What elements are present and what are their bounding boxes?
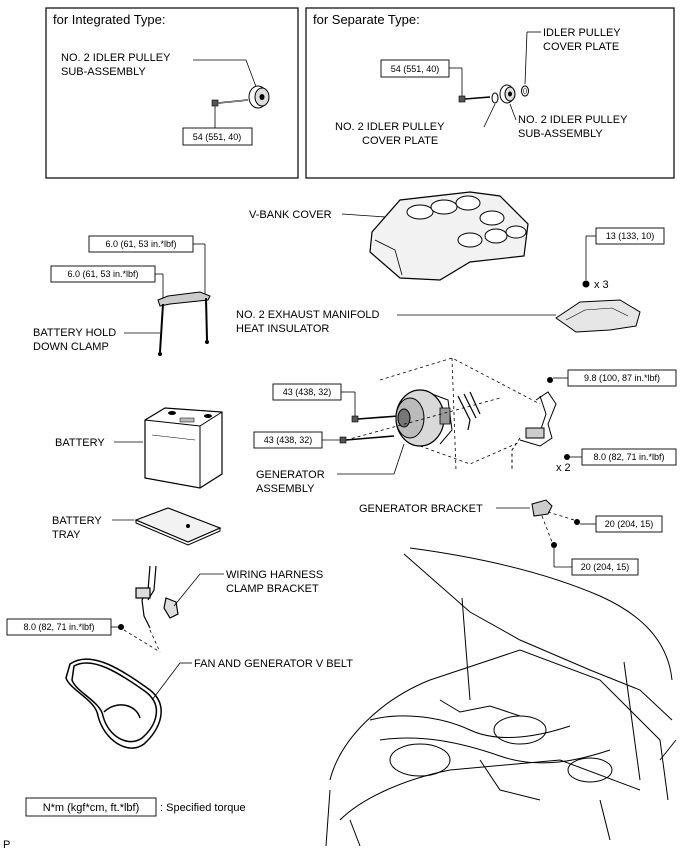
gen-nut [547, 377, 553, 383]
bracket-bolt-1 [574, 519, 580, 525]
integrated-torque-value: 54 (551, 40) [193, 132, 242, 142]
gen-nut-torque-value: 9.8 (100, 87 in.*lbf) [584, 373, 660, 383]
battery-tray-part [134, 507, 222, 546]
generator-bracket-part [531, 499, 553, 517]
integrated-idler-pulley [248, 85, 270, 109]
vbank-cover-label: V-BANK COVER [249, 209, 332, 221]
heat-insulator-label-2: HEAT INSULATOR [236, 323, 329, 335]
separate-pulley-sub-label-2: SUB-ASSEMBLY [518, 128, 603, 140]
battery-part [144, 407, 223, 489]
bracket-2-torque-value: 20 (204, 15) [581, 562, 630, 572]
heat-insulator-label: NO. 2 EXHAUST MANIFOLD [236, 309, 379, 321]
generator-label: GENERATOR [256, 469, 325, 481]
separate-top-cover-plate [521, 85, 529, 97]
insulator-qty: x 3 [594, 279, 609, 291]
footer-mark: P [3, 839, 10, 851]
generator-wire-harness [511, 391, 557, 470]
gen-bolt-1 [351, 415, 399, 423]
separate-cover-plate [491, 92, 499, 104]
separate-idler-cover-label-2: COVER PLATE [543, 41, 619, 53]
gen-bolt-1-torque-value: 43 (438, 32) [283, 387, 332, 397]
heat-insulator-part [555, 299, 641, 333]
separate-cover-plate-label-2: COVER PLATE [362, 135, 438, 147]
separate-type-header: for Separate Type: [313, 12, 420, 27]
separate-bolt [458, 95, 491, 103]
gen-bolt-2-torque-value: 43 (438, 32) [264, 435, 313, 445]
gen-terminal-qty: x 2 [556, 462, 571, 474]
battery-tray-label-2: TRAY [52, 529, 81, 541]
integrated-type-header: for Integrated Type: [53, 12, 166, 27]
wiring-harness-part [135, 565, 179, 653]
wiring-bracket-label: WIRING HARNESS [226, 569, 323, 581]
separate-cover-plate-label: NO. 2 IDLER PULLEY [335, 121, 445, 133]
integrated-bolt [211, 99, 249, 107]
bracket-bolt-2 [551, 542, 557, 548]
clamp-mid-torque-value: 6.0 (61, 53 in.*lbf) [67, 269, 138, 279]
generator-part [395, 389, 453, 447]
insulator-bolt [582, 280, 590, 288]
generator-bracket-label: GENERATOR BRACKET [359, 503, 483, 515]
bracket-1-torque-value: 20 (204, 15) [605, 519, 654, 529]
wiring-connector [457, 391, 481, 431]
battery-clamp-label: BATTERY HOLD [33, 327, 116, 339]
battery-label: BATTERY [55, 437, 105, 449]
gen-terminal-nut [564, 454, 570, 460]
battery-tray-label: BATTERY [52, 515, 102, 527]
vehicle-engine-bay-illustration [325, 547, 677, 847]
insulator-torque-value: 13 (133, 10) [606, 231, 655, 241]
vbank-cover-part [369, 191, 529, 281]
separate-pulley-sub-label: NO. 2 IDLER PULLEY [518, 114, 628, 126]
generator-label-2: ASSEMBLY [256, 483, 315, 495]
separate-type-box [305, 7, 675, 179]
separate-torque-value: 54 (551, 40) [391, 64, 440, 74]
clamp-top-torque-value: 6.0 (61, 53 in.*lbf) [105, 239, 176, 249]
integrated-pulley-label-2: SUB-ASSEMBLY [61, 66, 146, 78]
separate-torque-box [380, 59, 450, 78]
battery-clamp-part [157, 291, 211, 356]
integrated-pulley-label: NO. 2 IDLER PULLEY [61, 52, 171, 64]
v-belt-part [65, 658, 162, 749]
battery-clamp-label-2: DOWN CLAMP [33, 341, 109, 353]
legend-torque-box [25, 797, 157, 817]
generator-dashed-frame [345, 357, 541, 471]
legend-unit: N*m (kgf*cm, ft.*lbf) [43, 802, 140, 814]
gen-terminal-torque-value: 8.0 (82, 71 in.*lbf) [593, 452, 664, 462]
separate-idler-pulley [499, 84, 516, 104]
separate-idler-cover-label: IDLER PULLEY [543, 27, 621, 39]
integrated-torque-box [182, 127, 253, 146]
wiring-bracket-label-2: CLAMP BRACKET [226, 583, 319, 595]
integrated-type-box [45, 7, 299, 179]
wiring-torque-value: 8.0 (82, 71 in.*lbf) [23, 622, 94, 632]
wiring-bolt [118, 624, 124, 630]
v-belt-label: FAN AND GENERATOR V BELT [194, 658, 353, 670]
legend-meaning: : Specified torque [160, 802, 246, 814]
